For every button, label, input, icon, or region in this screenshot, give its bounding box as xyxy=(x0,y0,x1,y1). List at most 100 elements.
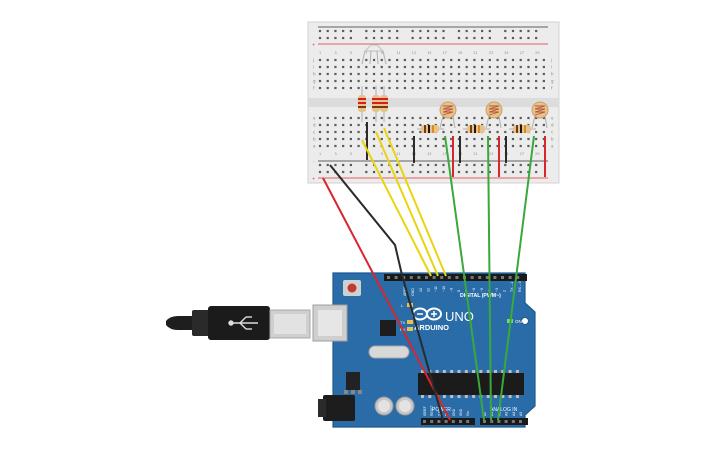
breadboard-hole[interactable] xyxy=(496,86,499,90)
breadboard-hole[interactable] xyxy=(504,86,507,90)
breadboard-hole[interactable] xyxy=(426,65,430,69)
breadboard-hole[interactable] xyxy=(450,58,453,62)
breadboard-hole[interactable] xyxy=(527,72,530,76)
breadboard-hole[interactable] xyxy=(535,79,538,83)
breadboard-hole[interactable] xyxy=(326,79,329,83)
breadboard-hole[interactable] xyxy=(318,79,322,83)
breadboard-hole[interactable] xyxy=(426,116,430,120)
breadboard-hole[interactable] xyxy=(450,123,453,127)
breadboard-hole[interactable] xyxy=(342,79,345,83)
breadboard-hole[interactable] xyxy=(519,116,522,120)
breadboard-hole[interactable] xyxy=(403,116,407,120)
photoresistor-2[interactable] xyxy=(485,101,503,129)
rail-hole[interactable] xyxy=(334,29,337,33)
breadboard-hole[interactable] xyxy=(318,144,322,148)
rail-hole[interactable] xyxy=(457,36,461,40)
breadboard-hole[interactable] xyxy=(442,79,445,83)
breadboard-hole[interactable] xyxy=(535,72,538,76)
breadboard-hole[interactable] xyxy=(419,79,422,83)
breadboard-hole[interactable] xyxy=(542,58,545,62)
rail-hole[interactable] xyxy=(457,29,461,33)
breadboard-hole[interactable] xyxy=(318,116,322,120)
breadboard-hole[interactable] xyxy=(457,144,461,148)
breadboard-hole[interactable] xyxy=(318,137,322,141)
header-pin[interactable] xyxy=(440,276,444,279)
breadboard-hole[interactable] xyxy=(511,65,515,69)
breadboard-hole[interactable] xyxy=(511,116,515,120)
rail-hole[interactable] xyxy=(380,29,383,33)
breadboard-hole[interactable] xyxy=(334,144,337,148)
rail-hole[interactable] xyxy=(434,29,437,33)
header-pin[interactable] xyxy=(470,276,474,279)
rail-hole[interactable] xyxy=(342,29,345,33)
breadboard-hole[interactable] xyxy=(342,116,345,120)
breadboard-hole[interactable] xyxy=(349,144,352,148)
breadboard-hole[interactable] xyxy=(334,137,337,141)
header-pin[interactable] xyxy=(451,420,455,423)
breadboard-hole[interactable] xyxy=(334,65,337,69)
breadboard-hole[interactable] xyxy=(465,144,468,148)
header-pin[interactable] xyxy=(478,276,482,279)
breadboard-hole[interactable] xyxy=(426,144,430,148)
breadboard-hole[interactable] xyxy=(334,79,337,83)
breadboard-hole[interactable] xyxy=(419,144,422,148)
breadboard-hole[interactable] xyxy=(496,123,499,127)
breadboard-hole[interactable] xyxy=(411,86,414,90)
breadboard-hole[interactable] xyxy=(380,79,383,83)
breadboard-hole[interactable] xyxy=(481,144,484,148)
breadboard-hole[interactable] xyxy=(542,72,545,76)
breadboard-hole[interactable] xyxy=(357,116,360,120)
breadboard-hole[interactable] xyxy=(481,137,484,141)
rail-hole[interactable] xyxy=(342,163,345,167)
breadboard-hole[interactable] xyxy=(511,72,515,76)
breadboard-hole[interactable] xyxy=(349,137,352,141)
rail-hole[interactable] xyxy=(434,163,437,167)
breadboard-hole[interactable] xyxy=(326,137,329,141)
breadboard-hole[interactable] xyxy=(388,144,391,148)
breadboard-hole[interactable] xyxy=(496,65,499,69)
breadboard-hole[interactable] xyxy=(334,116,337,120)
breadboard-hole[interactable] xyxy=(342,137,345,141)
breadboard-hole[interactable] xyxy=(465,72,468,76)
breadboard-hole[interactable] xyxy=(403,65,407,69)
breadboard-hole[interactable] xyxy=(372,72,376,76)
breadboard-hole[interactable] xyxy=(496,116,499,120)
breadboard-hole[interactable] xyxy=(434,137,437,141)
breadboard-hole[interactable] xyxy=(403,137,407,141)
rail-hole[interactable] xyxy=(349,170,352,174)
breadboard-hole[interactable] xyxy=(481,72,484,76)
breadboard-hole[interactable] xyxy=(396,79,399,83)
header-pin[interactable] xyxy=(516,276,520,279)
breadboard-hole[interactable] xyxy=(334,58,337,62)
header-pin[interactable] xyxy=(508,276,512,279)
breadboard-hole[interactable] xyxy=(357,58,360,62)
breadboard-hole[interactable] xyxy=(411,65,414,69)
breadboard-hole[interactable] xyxy=(411,79,414,83)
rail-hole[interactable] xyxy=(372,170,376,174)
breadboard-hole[interactable] xyxy=(334,86,337,90)
rail-hole[interactable] xyxy=(349,163,352,167)
breadboard-hole[interactable] xyxy=(511,123,515,127)
resistor-led-2[interactable] xyxy=(372,86,380,122)
breadboard-hole[interactable] xyxy=(473,116,476,120)
breadboard-hole[interactable] xyxy=(442,137,445,141)
breadboard-hole[interactable] xyxy=(465,123,468,127)
header-pin[interactable] xyxy=(493,276,497,279)
breadboard-hole[interactable] xyxy=(511,79,515,83)
breadboard-hole[interactable] xyxy=(403,144,407,148)
breadboard-hole[interactable] xyxy=(342,86,345,90)
rail-hole[interactable] xyxy=(411,170,414,174)
rail-hole[interactable] xyxy=(380,163,383,167)
breadboard-hole[interactable] xyxy=(396,130,399,134)
breadboard-hole[interactable] xyxy=(450,86,453,90)
breadboard-hole[interactable] xyxy=(457,130,461,134)
breadboard-hole[interactable] xyxy=(403,79,407,83)
breadboard-hole[interactable] xyxy=(326,72,329,76)
breadboard-hole[interactable] xyxy=(334,72,337,76)
breadboard-hole[interactable] xyxy=(457,137,461,141)
breadboard-hole[interactable] xyxy=(457,86,461,90)
breadboard-hole[interactable] xyxy=(372,86,376,90)
breadboard-hole[interactable] xyxy=(488,65,491,69)
breadboard-hole[interactable] xyxy=(465,65,468,69)
breadboard-hole[interactable] xyxy=(535,137,538,141)
